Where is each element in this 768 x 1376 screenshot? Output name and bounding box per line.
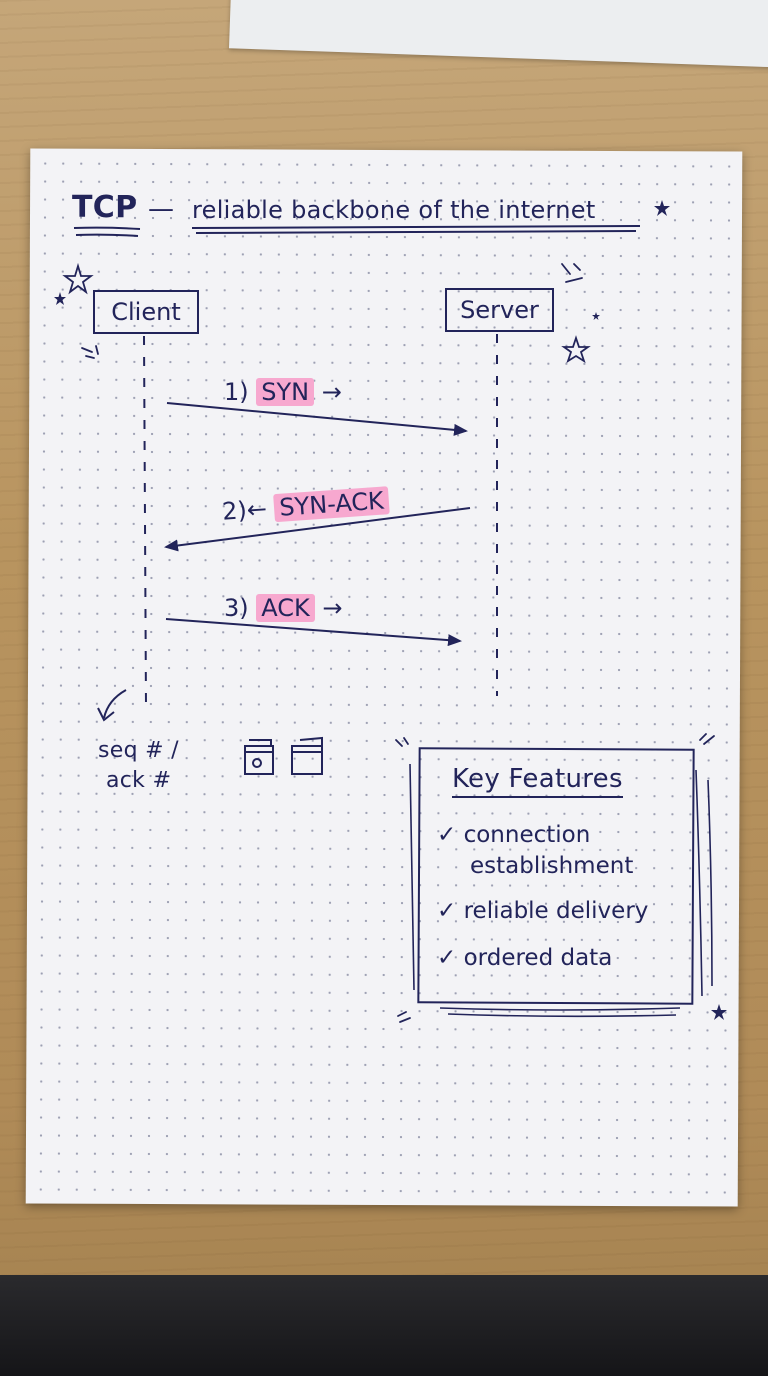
message-step: 3)	[224, 594, 249, 622]
client-lifeline	[143, 335, 147, 709]
key-features-title: Key Features	[452, 764, 623, 798]
feature-item: ✓ ordered data	[437, 945, 612, 971]
ack-arrow	[165, 618, 462, 647]
check-icon: ✓	[437, 822, 457, 848]
message-ack: 3) ACK →	[224, 594, 343, 622]
packet-icon	[244, 739, 274, 775]
seq-note-line: seq # /	[98, 738, 179, 763]
check-icon: ✓	[437, 945, 457, 971]
feature-text: establishment	[470, 853, 634, 879]
diagram-title: TCP	[72, 190, 138, 225]
diagram-subtitle: reliable backbone of the internet	[192, 196, 596, 224]
check-icon: ✓	[437, 898, 457, 924]
message-label-highlight: SYN	[256, 378, 315, 406]
feature-item-continuation: establishment	[470, 853, 633, 879]
feature-text: connection	[463, 822, 591, 848]
syn-ack-arrow	[164, 507, 471, 552]
arrow-right-icon: →	[321, 378, 342, 406]
star-icon	[54, 200, 727, 1020]
title-underline	[73, 225, 641, 237]
client-node-label: Client	[111, 298, 181, 326]
feature-text: reliable delivery	[463, 898, 649, 924]
message-label-highlight: ACK	[256, 594, 315, 622]
packet-icon	[291, 736, 323, 775]
message-syn: 1) SYN →	[224, 378, 342, 406]
sparkle-marks	[81, 263, 715, 1023]
star-icon	[62, 262, 94, 295]
curved-arrow-head	[97, 707, 115, 722]
message-step: 1)	[224, 378, 249, 406]
ack-note-line: ack #	[106, 768, 172, 793]
arrow-right-icon: →	[322, 594, 343, 622]
curved-arrow-icon	[103, 689, 127, 719]
title-dash: —	[148, 194, 175, 224]
client-node: Client	[93, 290, 199, 334]
server-node: Server	[445, 288, 554, 332]
feature-item: ✓ connection	[437, 822, 590, 848]
feature-item: ✓ reliable delivery	[437, 898, 648, 924]
desk-edge-shadow	[0, 1275, 768, 1376]
features-box-sketch-lines	[409, 763, 713, 1018]
server-node-label: Server	[460, 296, 539, 324]
seq-ack-note: seq # / ack #	[98, 736, 179, 796]
syn-arrow	[166, 402, 468, 436]
star-icon	[561, 335, 591, 364]
feature-text: ordered data	[463, 945, 613, 971]
